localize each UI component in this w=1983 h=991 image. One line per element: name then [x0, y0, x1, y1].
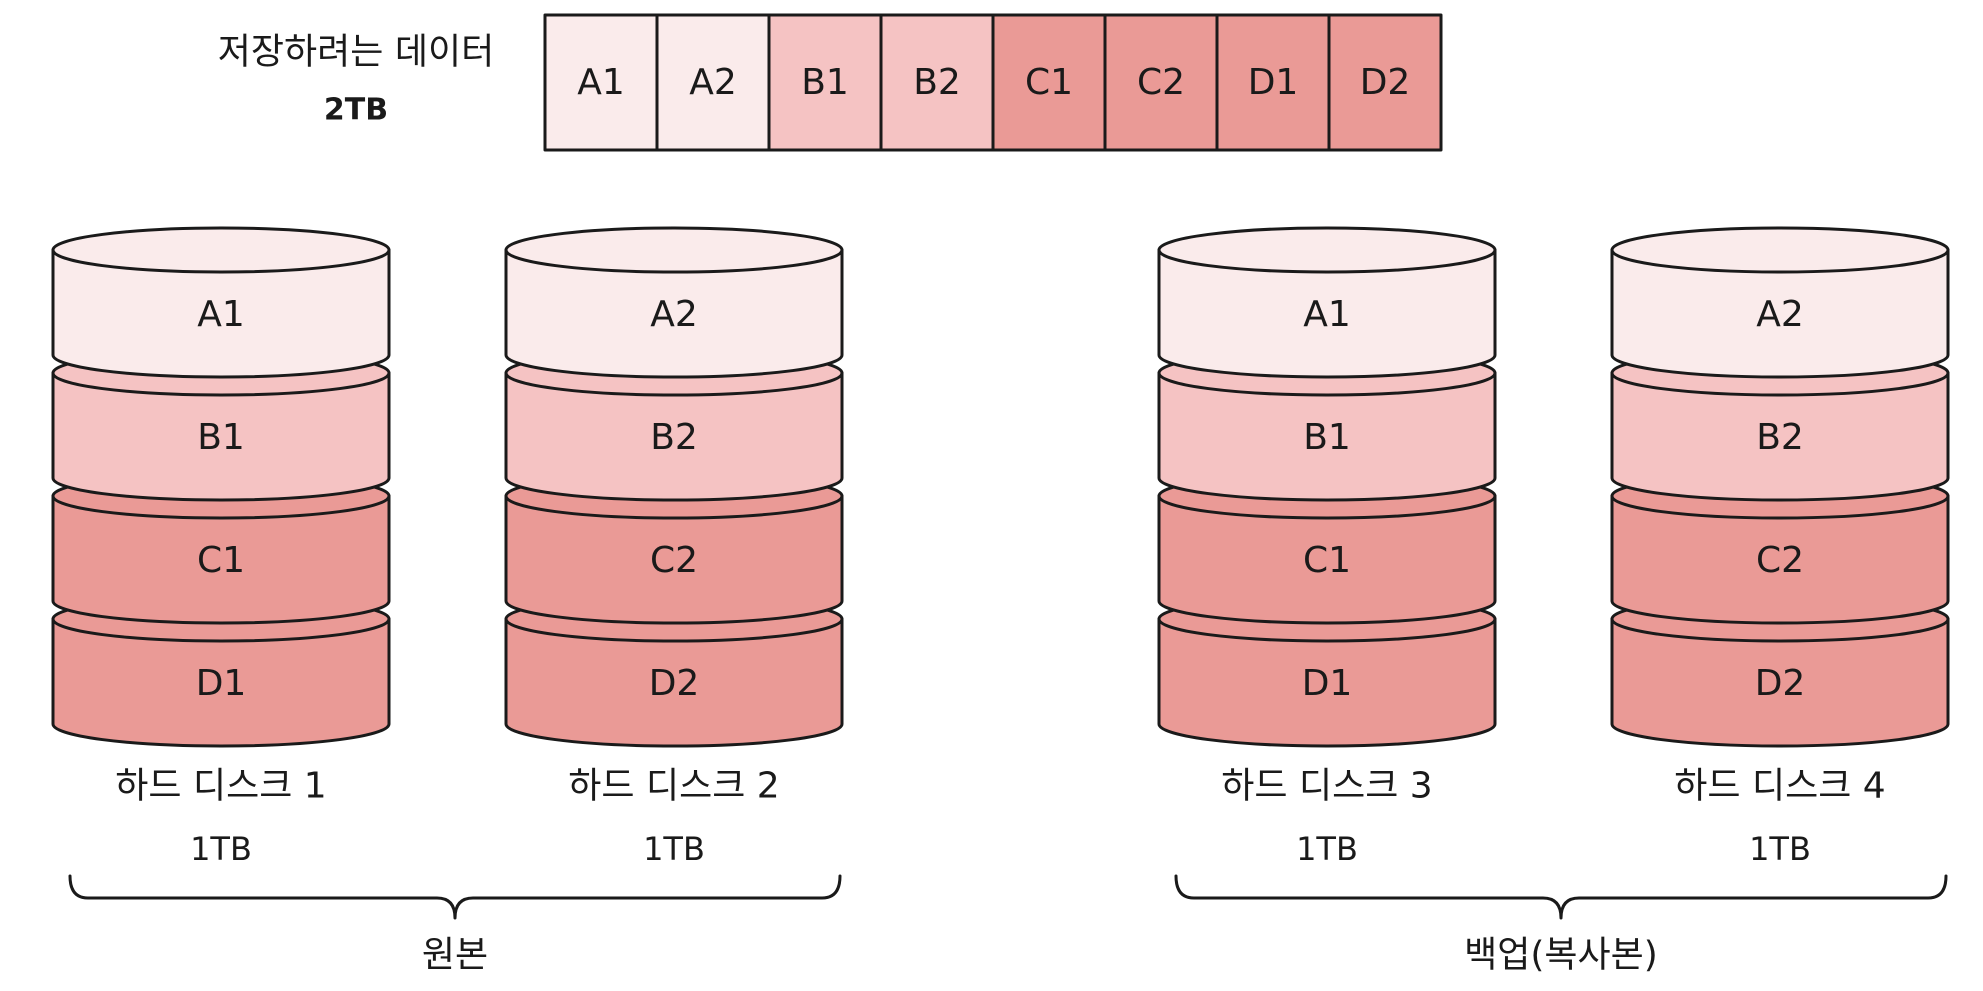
platter-body [1610, 248, 1950, 379]
platter-label: A1 [1303, 294, 1351, 335]
disk-capacity: 1TB [1749, 830, 1811, 868]
data-block-c1: C1 [991, 13, 1107, 152]
data-block-cell [1103, 13, 1219, 152]
platter-body [51, 248, 391, 379]
group-backup: 백업(복사본) [1174, 874, 1948, 976]
data-title: 저장하려는 데이터 [218, 32, 494, 73]
platter-label: A2 [1756, 294, 1804, 335]
data-block-strip: A1 A2 B1 B2 C1 C2 D1 D2 [543, 13, 1443, 152]
hard-disk-2: D2 C2 B2 A2 하드 디스크 2 1TB [504, 226, 844, 868]
platter-label: D1 [1302, 663, 1353, 704]
platter-body [504, 371, 844, 502]
data-block-label: D1 [1248, 62, 1299, 103]
data-block-cell [543, 13, 659, 152]
platter-body [51, 494, 391, 625]
brace [1174, 874, 1948, 920]
platter-a1: A1 [51, 226, 391, 379]
data-block-label: B1 [801, 62, 849, 103]
platter-label: C2 [1756, 540, 1804, 581]
data-block-b1: B1 [767, 13, 883, 152]
disk-capacity: 1TB [190, 830, 252, 868]
platter-body [1610, 617, 1950, 748]
platter-body [1157, 371, 1497, 502]
group-label: 백업(복사본) [1464, 935, 1658, 976]
data-block-c2: C2 [1103, 13, 1219, 152]
disk-name: 하드 디스크 2 [568, 766, 779, 807]
platter-label: D1 [196, 663, 247, 704]
data-block-cell [767, 13, 883, 152]
platter-label: C1 [197, 540, 245, 581]
platter-label: D2 [649, 663, 700, 704]
platter-label: B2 [650, 417, 698, 458]
data-block-b2: B2 [879, 13, 995, 152]
platter-body [51, 371, 391, 502]
data-block-label: D2 [1360, 62, 1411, 103]
platter-body [504, 248, 844, 379]
platter-label: C2 [650, 540, 698, 581]
platter-top [51, 226, 391, 274]
platter-label: B1 [1303, 417, 1351, 458]
platter-body [1157, 248, 1497, 379]
data-to-store-header: 저장하려는 데이터 2TB [218, 32, 494, 128]
platter-a2: A2 [1610, 226, 1950, 379]
group-label: 원본 [422, 935, 488, 976]
data-block-label: C2 [1137, 62, 1185, 103]
data-size: 2TB [324, 93, 388, 128]
data-block-cell [991, 13, 1107, 152]
brace-group: 원본 백업(복사본) [68, 874, 1948, 976]
data-block-cell [1327, 13, 1443, 152]
data-block-a1: A1 [543, 13, 659, 152]
group-original: 원본 [68, 874, 842, 976]
platter-top [1610, 226, 1950, 274]
data-block-d2: D2 [1327, 13, 1443, 152]
data-block-d1: D1 [1215, 13, 1331, 152]
platter-body [1157, 617, 1497, 748]
hard-disk-4: D2 C2 B2 A2 하드 디스크 4 1TB [1610, 226, 1950, 868]
hard-disk-1: D1 C1 B1 A1 하드 디스크 1 1TB [51, 226, 391, 868]
disk-name: 하드 디스크 4 [1674, 766, 1885, 807]
data-block-a2: A2 [655, 13, 771, 152]
platter-body [1610, 494, 1950, 625]
platter-body [1610, 371, 1950, 502]
platter-body [1157, 494, 1497, 625]
data-block-label: C1 [1025, 62, 1073, 103]
platter-a1: A1 [1157, 226, 1497, 379]
platter-body [504, 617, 844, 748]
disk-capacity: 1TB [643, 830, 705, 868]
platter-a2: A2 [504, 226, 844, 379]
platter-body [504, 494, 844, 625]
data-block-cell [655, 13, 771, 152]
data-block-label: A1 [577, 62, 625, 103]
platter-label: B2 [1756, 417, 1804, 458]
platter-body [51, 617, 391, 748]
hard-disk-3: D1 C1 B1 A1 하드 디스크 3 1TB [1157, 226, 1497, 868]
platter-label: A1 [197, 294, 245, 335]
data-block-cell [1215, 13, 1331, 152]
disk-capacity: 1TB [1296, 830, 1358, 868]
platter-label: A2 [650, 294, 698, 335]
platter-label: C1 [1303, 540, 1351, 581]
data-block-label: A2 [689, 62, 737, 103]
platter-top [504, 226, 844, 274]
disk-name: 하드 디스크 1 [115, 766, 326, 807]
data-block-label: B2 [913, 62, 961, 103]
platter-label: B1 [197, 417, 245, 458]
platter-top [1157, 226, 1497, 274]
platter-label: D2 [1755, 663, 1806, 704]
disk-name: 하드 디스크 3 [1221, 766, 1432, 807]
brace [68, 874, 842, 920]
